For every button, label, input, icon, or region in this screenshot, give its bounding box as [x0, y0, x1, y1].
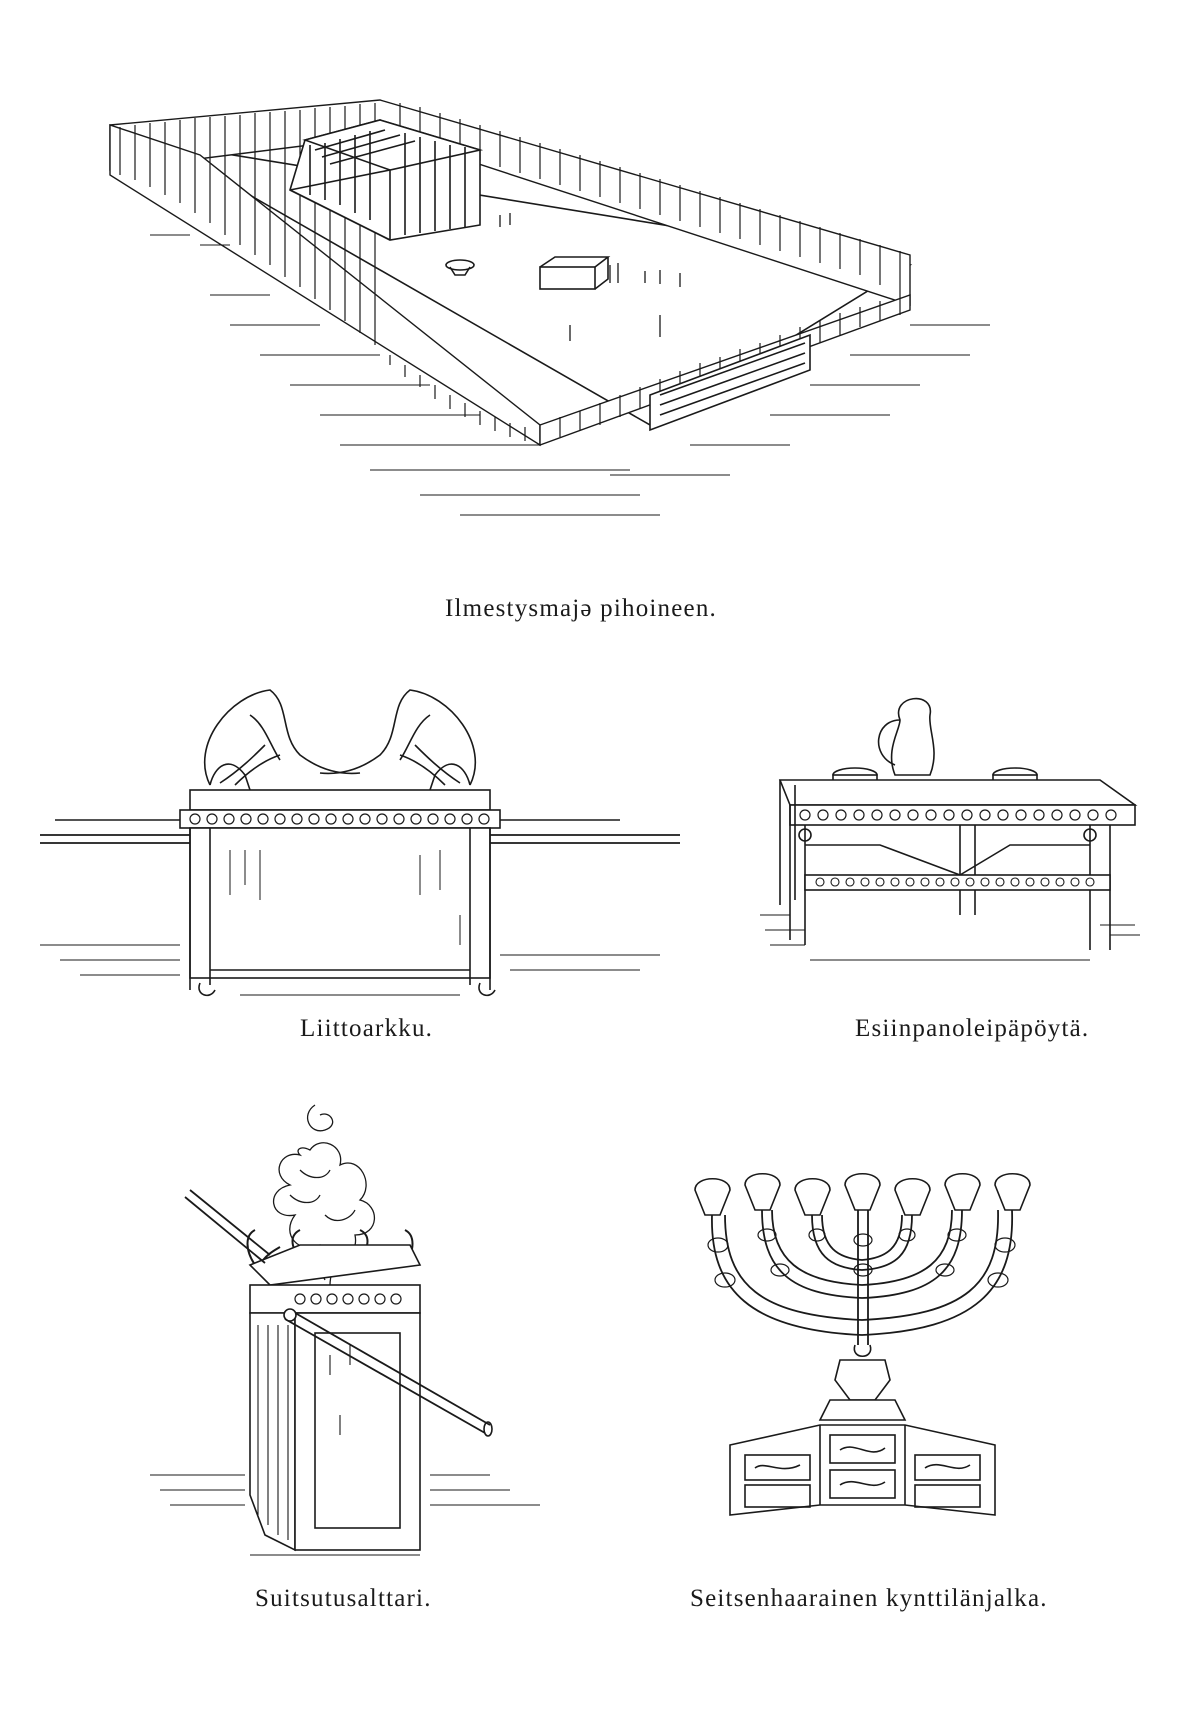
- cherubim: [204, 689, 476, 791]
- ark-illustration: [40, 665, 690, 1005]
- caption-menorah: Seitsenhaarainen kynttilänjalka.: [690, 1585, 1048, 1612]
- caption-showbread-table: Esiinpanoleipäpöytä.: [855, 1015, 1090, 1042]
- gate-screen: [649, 333, 811, 432]
- courtyard-altar: [539, 256, 611, 290]
- menorah-arms: [711, 1209, 1013, 1345]
- tabernacle-illustration: [90, 95, 1050, 580]
- menorah-base: [729, 1424, 996, 1516]
- jug: [877, 697, 935, 776]
- showbread-table-illustration: [760, 685, 1140, 1005]
- tent: [289, 119, 484, 241]
- caption-ark: Liittoarkku.: [300, 1015, 434, 1042]
- lamp-cups: [694, 1173, 1031, 1216]
- caption-tabernacle: Ilmestysmajə pihoineen.: [445, 595, 717, 622]
- caption-incense-altar: Suitsutusalttari.: [255, 1585, 432, 1612]
- carrying-pole: [184, 1189, 493, 1437]
- incense-altar-illustration: [150, 1095, 560, 1575]
- menorah-illustration: [690, 1170, 1040, 1575]
